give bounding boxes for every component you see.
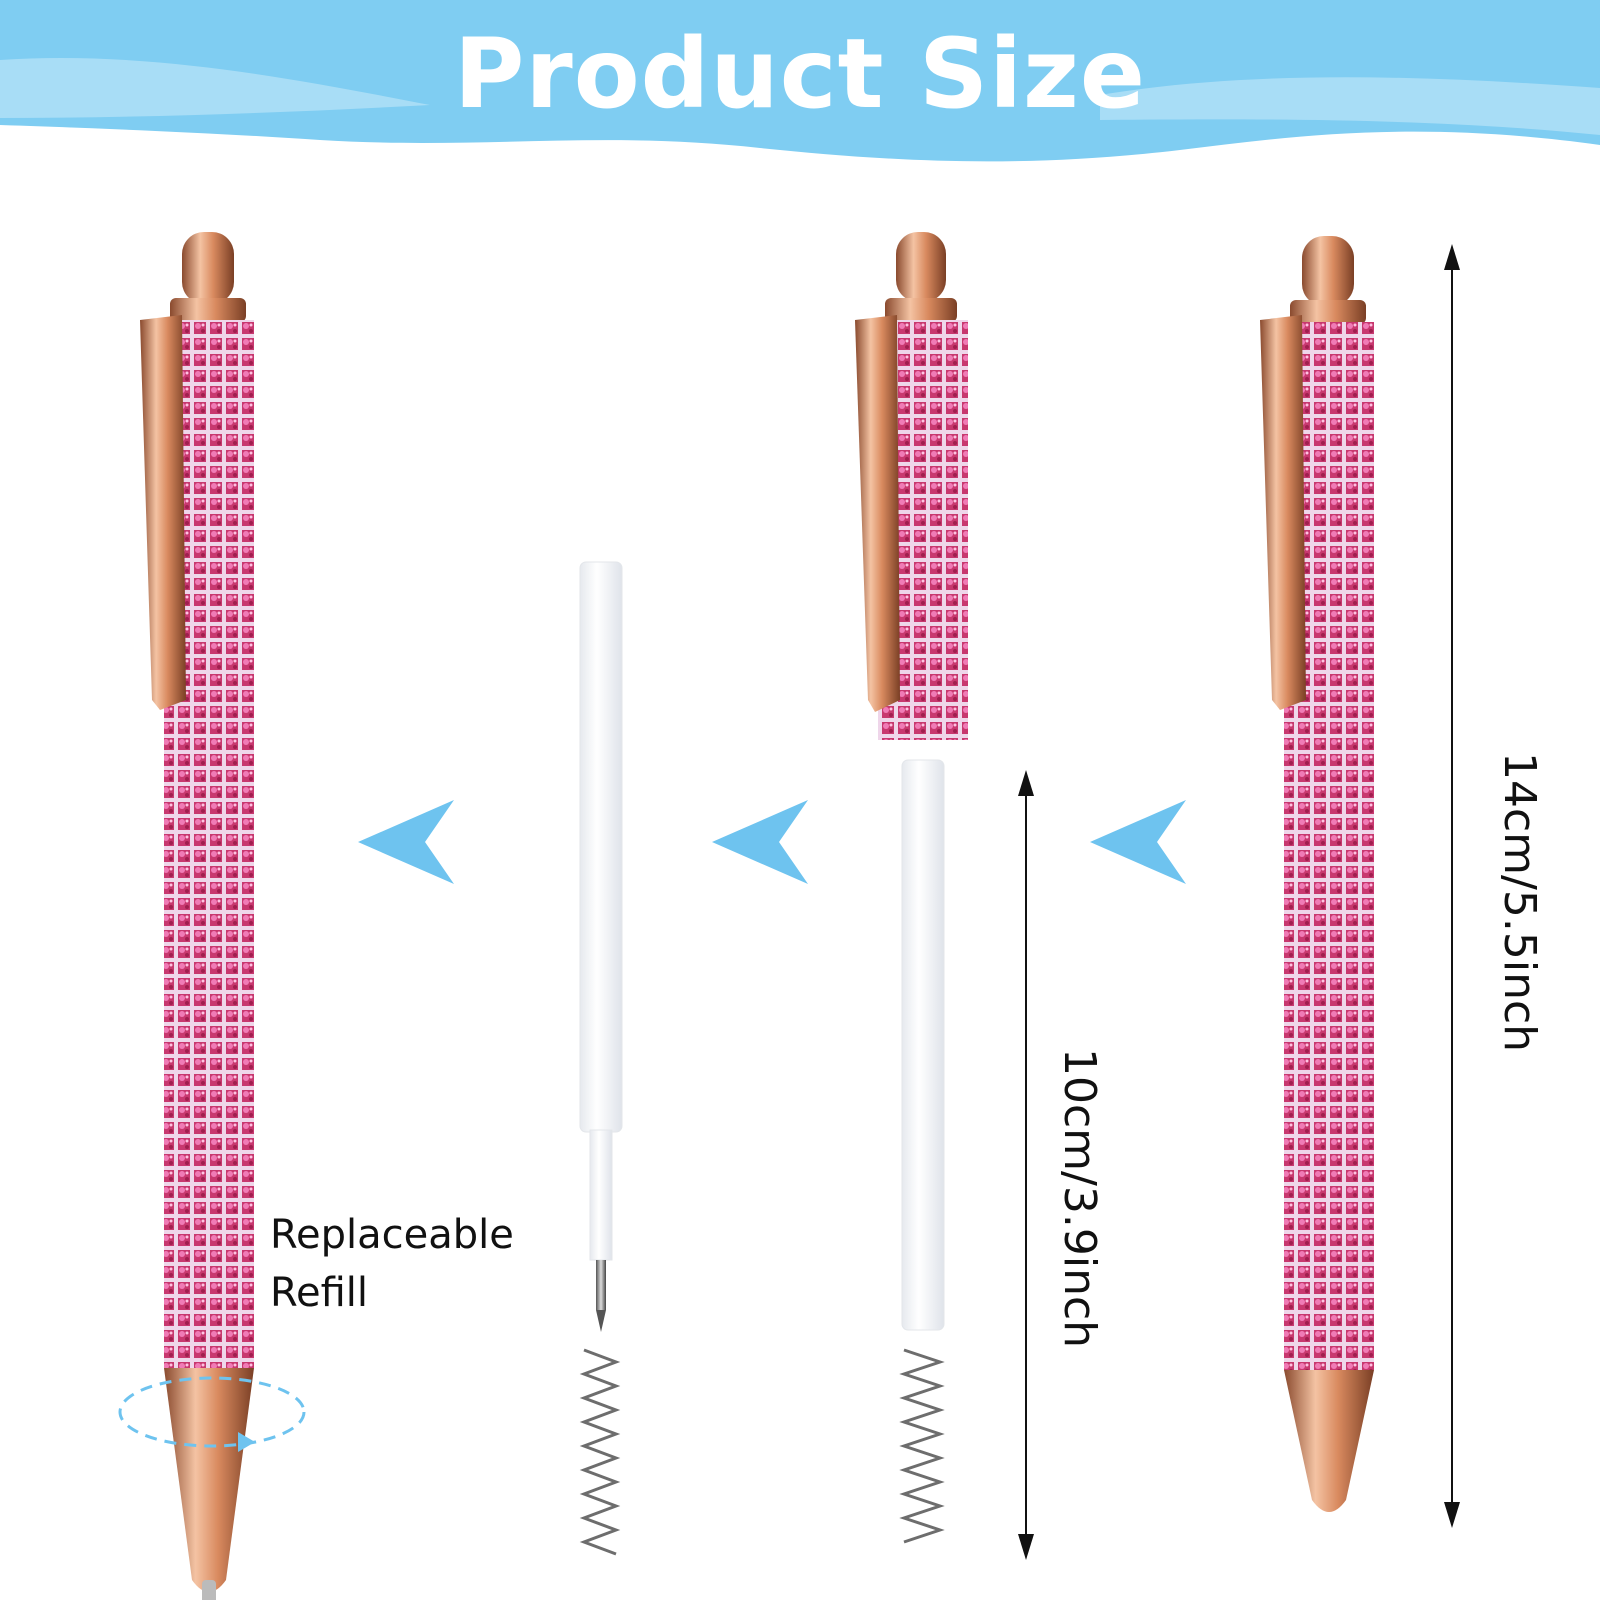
pen-right xyxy=(1260,236,1374,1512)
pen-left xyxy=(140,232,254,1600)
page-title: Product Size xyxy=(454,18,1146,130)
dimension-refill: 10cm/3.9inch xyxy=(1054,1048,1105,1349)
dimension-line-full xyxy=(1444,244,1460,1528)
refill-label: Replaceable Refill xyxy=(270,1206,514,1322)
arrow-left-icon xyxy=(712,800,808,884)
dimension-full-pen: 14cm/5.5inch xyxy=(1494,752,1545,1053)
banner-wave-light-right xyxy=(1100,77,1600,135)
rotate-dashed-icon xyxy=(118,1376,306,1448)
refill-label-line1: Replaceable xyxy=(270,1212,514,1258)
rotate-arrowhead-icon xyxy=(238,1432,255,1452)
arrow-left-icon xyxy=(1090,800,1186,884)
refill-middle xyxy=(899,759,945,1544)
banner-wave-light xyxy=(0,58,430,118)
title-banner xyxy=(0,0,1600,162)
arrow-left-icon xyxy=(358,800,454,884)
pen-middle-top xyxy=(855,232,968,740)
refill-label-line2: Refill xyxy=(270,1270,369,1316)
dimension-line-refill xyxy=(1018,770,1034,1560)
refill-left xyxy=(579,561,623,1556)
